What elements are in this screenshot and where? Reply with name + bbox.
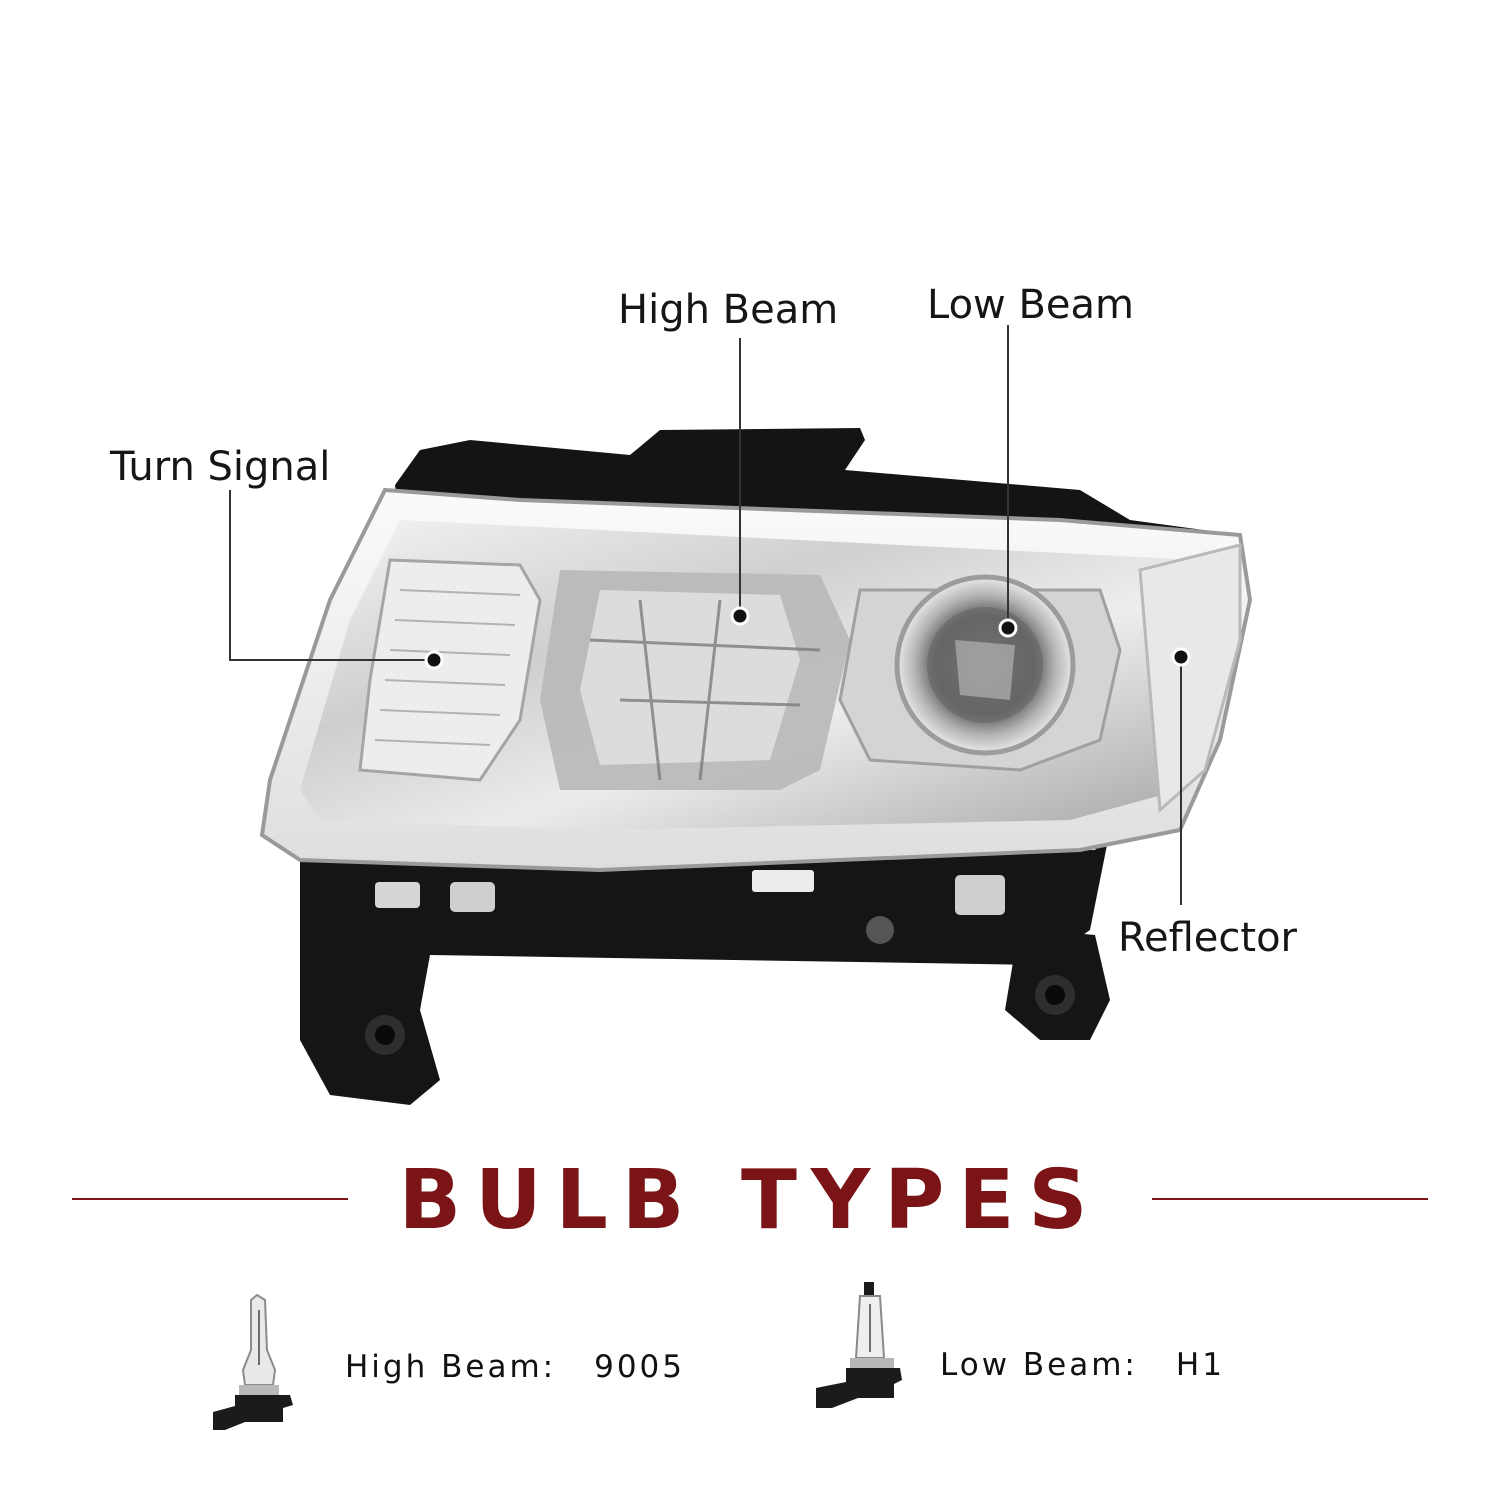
low-beam-callout: Low Beam xyxy=(927,282,1135,328)
turn-signal-lens xyxy=(358,558,542,782)
section-divider-left xyxy=(72,1198,348,1200)
callout-dots xyxy=(424,606,1191,670)
high-beam-spec-label: High Beam: xyxy=(345,1349,557,1385)
housing-bottom xyxy=(300,830,1110,1105)
bulb-h1-icon xyxy=(816,1282,902,1408)
high-beam-spec-value: 9005 xyxy=(594,1349,685,1385)
section-divider-right xyxy=(1152,1198,1428,1200)
low-beam-spec-value: H1 xyxy=(1175,1347,1225,1383)
turn-signal-callout: Turn Signal xyxy=(110,444,331,490)
bulb-9005-icon xyxy=(213,1293,293,1430)
low-beam-spec-label: Low Beam: xyxy=(940,1347,1138,1383)
callout-leaders xyxy=(229,325,1182,905)
high-beam-callout: High Beam xyxy=(618,287,839,333)
high-beam-spec: High Beam: 9005 xyxy=(345,1352,685,1383)
low-beam-spec: Low Beam: H1 xyxy=(940,1350,1225,1381)
bulb-types-heading: BULB TYPES xyxy=(398,1153,1102,1248)
reflector-callout: Reflector xyxy=(1118,915,1298,961)
